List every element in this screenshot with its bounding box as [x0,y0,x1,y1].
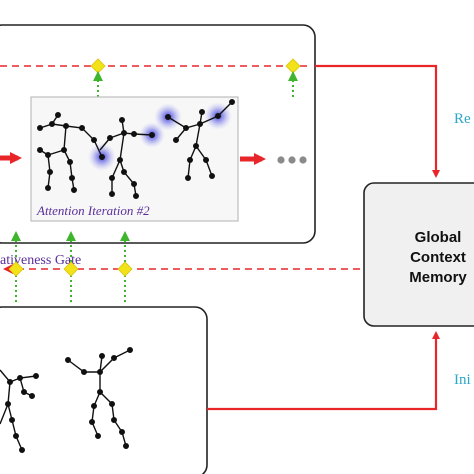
global-context-memory-line-2: Context [410,249,466,266]
gate-mid-3 [117,261,133,277]
informativeness-gate-label: ativeness Gate [0,253,81,268]
memory-initialization-arrow [207,331,440,411]
bottom-skeleton-figure-1 [0,369,40,454]
gate-mid-2 [63,261,79,277]
continuation-dot-3 [299,156,307,164]
bottom-module-box [0,306,208,474]
gate-mid-1 [8,261,24,277]
memory-update-arrow [315,64,440,178]
skeleton-figure-3 [164,98,235,181]
continuation-dots-text: ●●● [0,0,2,1]
gate-top-1 [90,58,106,74]
skeleton-figure-1 [37,111,105,193]
skeleton-figure-2 [99,116,155,199]
attention-iteration-label: Attention Iteration #2 [36,203,150,218]
global-context-memory-line-3: Memory [409,269,467,286]
global-context-memory-box [363,182,474,327]
right-label-top: Re [454,111,471,127]
global-context-memory-line-1: Global [415,229,462,246]
continuation-dot-2 [288,156,296,164]
right-label-bottom: Ini [454,372,471,388]
continuation-dot-1 [277,156,285,164]
bottom-skeleton-figure-2 [64,347,133,450]
gate-top-2 [285,58,301,74]
